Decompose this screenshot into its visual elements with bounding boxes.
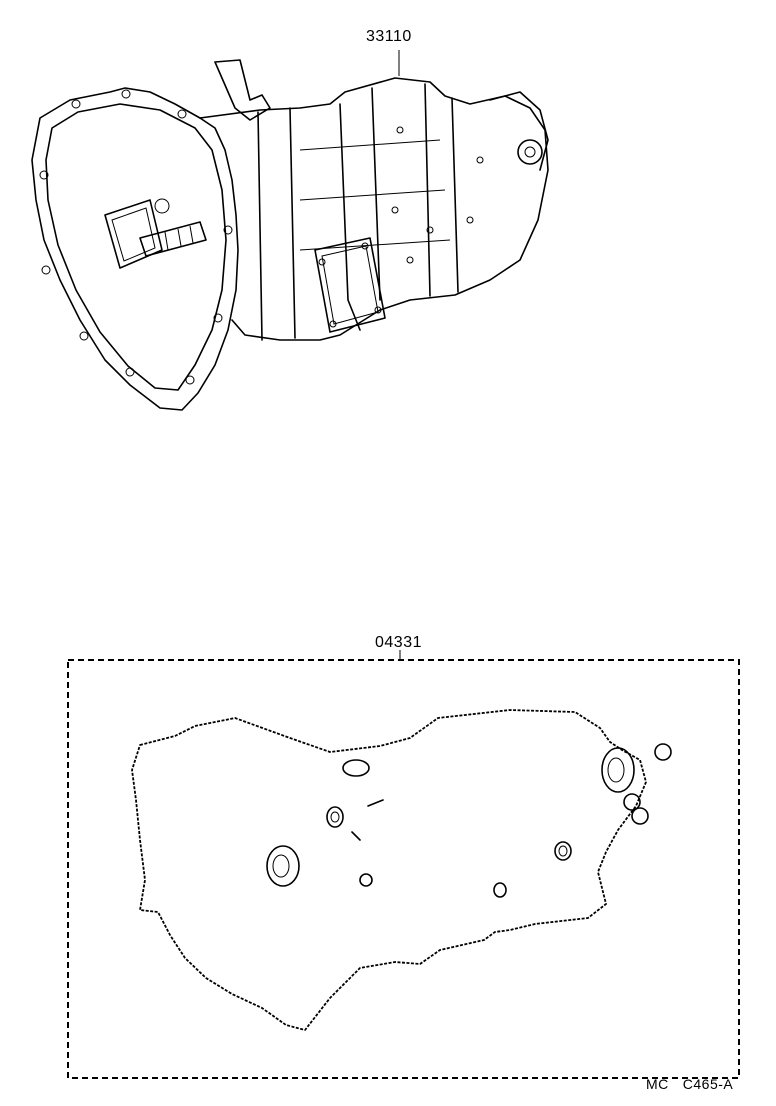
bell-housing xyxy=(31,87,239,411)
input-shaft xyxy=(139,221,207,257)
o-ring-5 xyxy=(631,807,649,825)
pin-2 xyxy=(351,831,361,841)
flange-bolts xyxy=(39,89,233,385)
case-gasket xyxy=(131,709,647,1031)
o-ring-3 xyxy=(654,743,672,761)
case-bolts xyxy=(391,126,484,264)
pin-1 xyxy=(367,799,384,807)
o-ring-1 xyxy=(359,873,373,887)
oil-seal-left xyxy=(266,845,300,887)
transmission-assembly-drawing xyxy=(31,50,549,411)
oil-seal-right xyxy=(601,747,635,793)
main-case xyxy=(199,77,549,341)
o-ring-4 xyxy=(623,793,641,811)
seal-small-1 xyxy=(326,806,344,828)
seal-top xyxy=(342,759,370,777)
part-number-transmission: 33110 xyxy=(366,28,412,45)
figure-code-number: C465-A xyxy=(682,1076,734,1092)
side-cover xyxy=(314,237,386,333)
inspection-window xyxy=(104,199,163,269)
kit-boundary xyxy=(67,659,740,1079)
extension-housing xyxy=(489,91,549,171)
figure-code-prefix: MC xyxy=(646,1076,669,1092)
gasket-kit-drawing xyxy=(67,650,740,1079)
seal-small-2 xyxy=(554,841,572,861)
shift-bracket xyxy=(214,59,271,121)
o-ring-2 xyxy=(493,882,507,898)
figure-code: MC C465-A xyxy=(646,1076,747,1092)
part-number-gasket-kit: 04331 xyxy=(375,634,422,651)
